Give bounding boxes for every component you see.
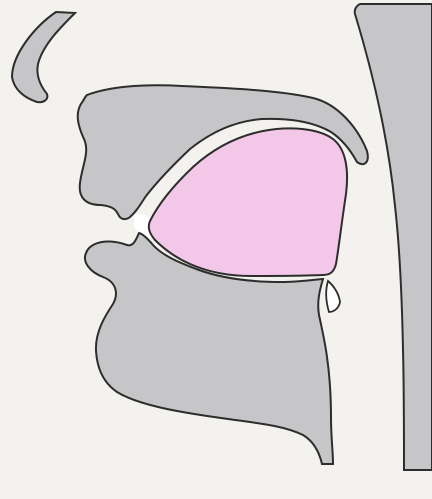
- vocal-tract-svg: [0, 0, 432, 499]
- midsagittal-vocal-tract-diagram: [0, 0, 432, 499]
